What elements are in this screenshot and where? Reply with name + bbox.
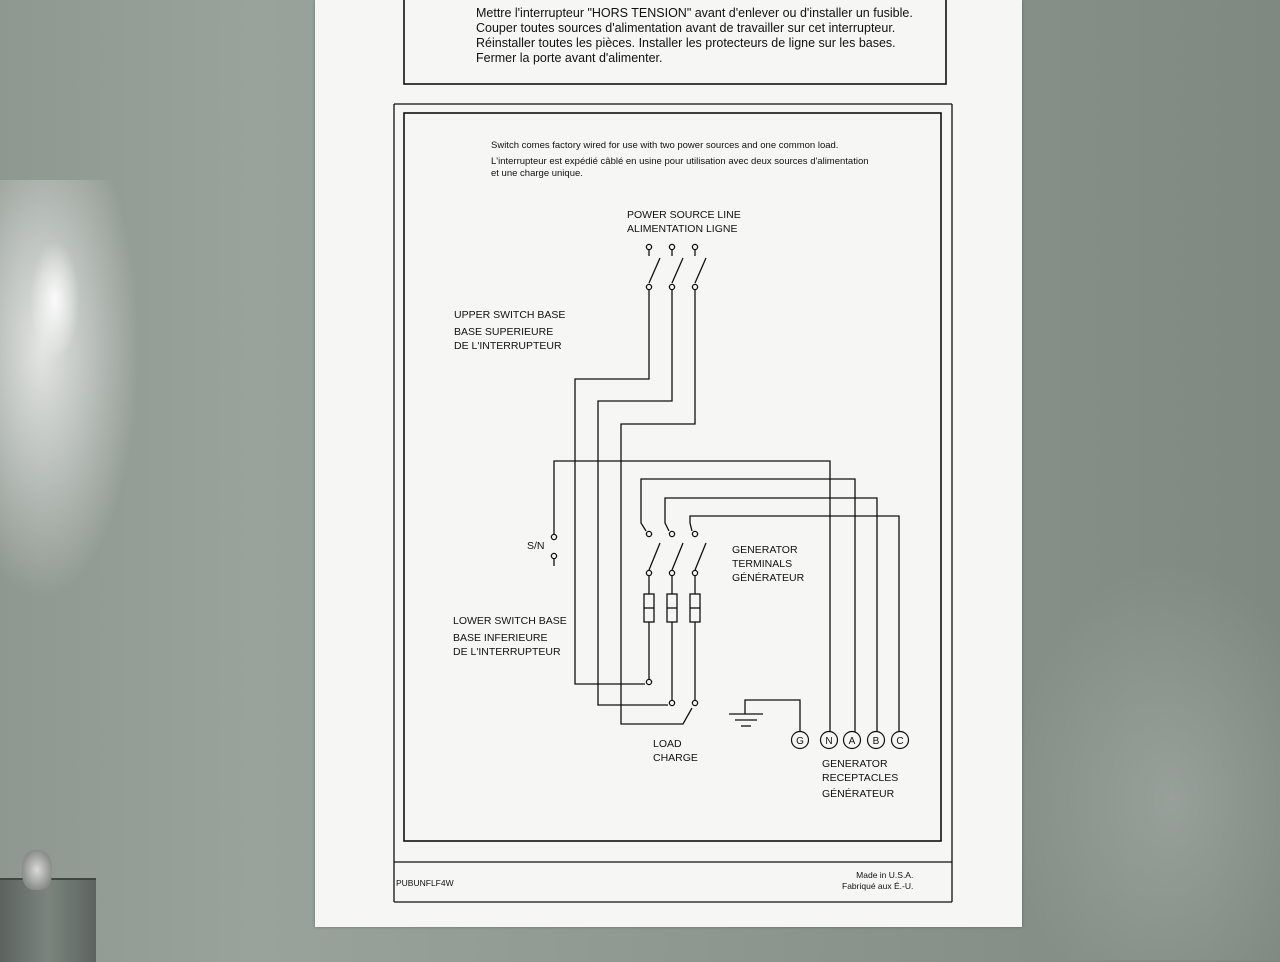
wiring-diagram-label: [315, 0, 1022, 927]
enclosure-reflection-highlight: [30, 240, 80, 360]
upper-switch: [645, 243, 707, 291]
wire-line-2: [597, 290, 673, 706]
receptacle-label-c: C: [896, 736, 903, 747]
intro-fr-1: L'interrupteur est expédié câblé en usin…: [491, 156, 869, 167]
warning-line-2: Couper toutes sources d'alimentation ava…: [476, 21, 896, 35]
warning-box: [403, 0, 947, 85]
receptacle-label-a: A: [849, 736, 856, 747]
wire-line-3: [620, 290, 696, 725]
warning-line-4: Fermer la porte avant d'alimenter.: [476, 51, 663, 65]
upper-switch-base-label: UPPER SWITCH BASE BASE SUPERIEURE DE L'I…: [454, 309, 566, 352]
lower-switch-base-label: LOWER SWITCH BASE BASE INFERIEURE DE L'I…: [453, 615, 567, 658]
made-in-usa: Made in U.S.A. Fabriqué aux É.-U.: [842, 870, 914, 891]
hinge-bolt: [22, 850, 52, 890]
sn-label: S/N: [527, 540, 545, 552]
warning-text: Mettre l'interrupteur "HORS TENSION" ava…: [476, 6, 913, 66]
receptacle-label-b: B: [873, 736, 880, 747]
receptacle-c: [890, 730, 910, 750]
ground-symbol: [729, 699, 801, 734]
receptacle-g: [790, 730, 810, 750]
wire-line-1: [574, 290, 650, 685]
intro-fr-2: et une charge unique.: [491, 168, 583, 179]
power-source-label: POWER SOURCE LINE ALIMENTATION LIGNE: [627, 209, 741, 235]
warning-line-3: Réinstaller toutes les pièces. Installer…: [476, 36, 896, 50]
enclosure-reflection-lower: [1010, 560, 1280, 960]
warning-line-1: Mettre l'interrupteur "HORS TENSION" ava…: [476, 6, 913, 20]
receptacle-label-n: N: [825, 736, 832, 747]
intro-en: Switch comes factory wired for use with …: [491, 140, 839, 151]
generator-terminals-label: GENERATOR TERMINALS GÉNÉRATEUR: [732, 544, 805, 584]
door-hinge: [0, 878, 96, 962]
receptacle-n: [819, 730, 839, 750]
intro-text: Switch comes factory wired for use with …: [491, 139, 869, 180]
part-number: PUBUNFLF4W: [396, 878, 454, 888]
neutral-link: [550, 460, 831, 734]
generator-receptacles-label: GENERATOR RECEPTACLES GÉNÉRATEUR: [822, 758, 899, 800]
load-label: LOAD CHARGE: [653, 738, 698, 764]
lower-switch: [640, 478, 900, 734]
receptacle-b: [866, 730, 886, 750]
diagram-frame: [403, 112, 942, 842]
receptacle-a: [842, 730, 862, 750]
receptacle-label-g: G: [796, 736, 804, 747]
